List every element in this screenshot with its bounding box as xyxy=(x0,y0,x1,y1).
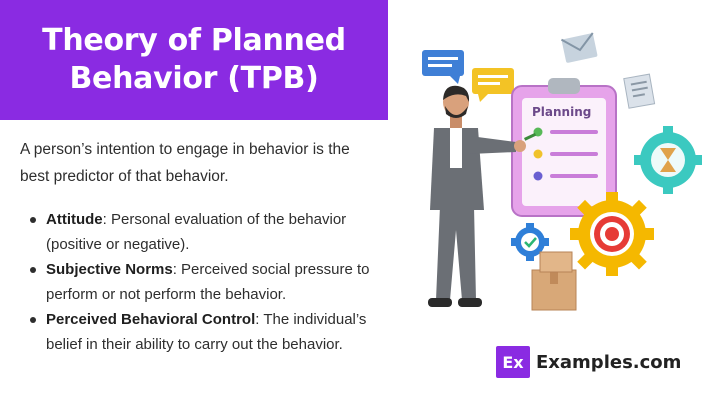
cardboard-boxes-icon xyxy=(531,251,577,311)
title-banner: Theory of Planned Behavior (TPB) xyxy=(0,0,388,120)
hourglass-gear-icon xyxy=(634,126,702,194)
title-line-1: Theory of Planned xyxy=(42,23,346,58)
term-subjective-norms: Subjective Norms xyxy=(46,261,173,278)
checkmark-gear-icon xyxy=(511,223,549,261)
desc-attitude: : Personal evaluation of the behavior (p… xyxy=(46,211,347,253)
clipboard-icon: Planning xyxy=(511,78,617,217)
brand-logo-mark: Ex xyxy=(496,346,530,378)
person-illustration xyxy=(428,85,537,307)
term-perceived-control: Perceived Behavioral Control xyxy=(46,311,256,328)
list-item-perceived-control: Perceived Behavioral Control: The indivi… xyxy=(26,308,376,357)
desc-subjective-norms: : Perceived social pressure to perform o… xyxy=(46,261,370,303)
brand-name: Examples.com xyxy=(536,351,682,373)
chat-bubble-blue-icon xyxy=(422,50,464,84)
page-title: Theory of Planned Behavior (TPB) xyxy=(42,22,346,98)
term-attitude: Attitude xyxy=(46,211,103,228)
clipboard-heading: Planning xyxy=(532,105,591,119)
factor-list: Attitude: Personal evaluation of the beh… xyxy=(26,208,376,358)
title-line-2: Behavior (TPB) xyxy=(69,61,319,96)
chat-bubble-yellow-icon xyxy=(472,68,514,102)
envelope-icon xyxy=(560,32,598,63)
desc-perceived-control: : The individual’s belief in their abili… xyxy=(46,311,367,353)
list-item-subjective-norms: Subjective Norms: Perceived social press… xyxy=(26,258,376,307)
brand-logo[interactable]: Ex Examples.com xyxy=(496,346,681,378)
target-gear-icon xyxy=(570,192,654,276)
list-item-attitude: Attitude: Personal evaluation of the beh… xyxy=(26,208,376,257)
intro-text: A person’s intention to engage in behavi… xyxy=(20,141,350,185)
documents-icon xyxy=(623,73,656,109)
planning-illustration: Planning xyxy=(422,32,702,311)
